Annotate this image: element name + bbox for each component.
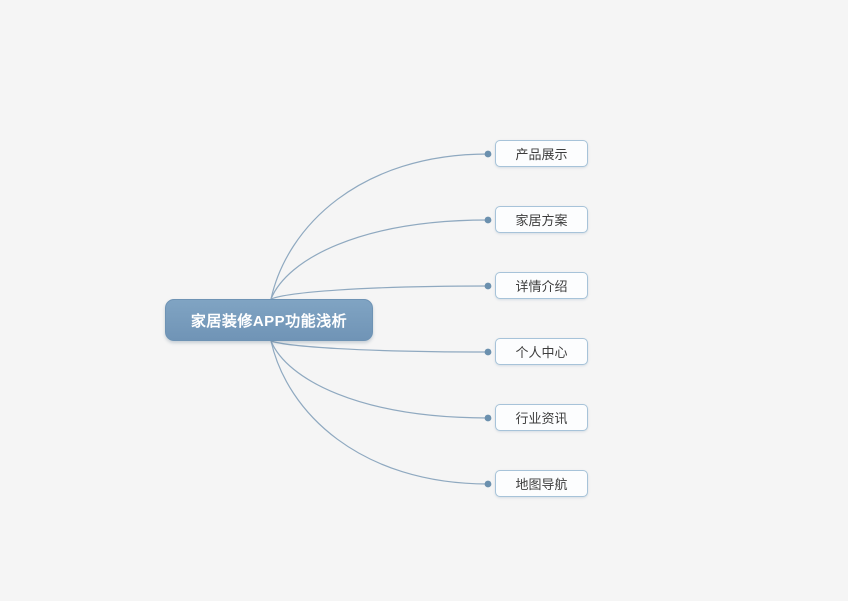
- topic-detail-intro[interactable]: 详情介绍: [495, 272, 588, 299]
- root-topic-label: 家居装修APP功能浅析: [190, 312, 348, 330]
- topic-industry-news[interactable]: 行业资讯: [495, 404, 588, 431]
- topic-home-plan[interactable]: 家居方案: [495, 206, 588, 233]
- topic-label: 产品展示: [515, 147, 568, 162]
- root-topic[interactable]: 家居装修APP功能浅析: [165, 299, 373, 341]
- topic-personal-center[interactable]: 个人中心: [495, 338, 588, 365]
- topic-label: 行业资讯: [515, 411, 568, 426]
- topic-label: 家居方案: [515, 213, 568, 228]
- topic-product-display[interactable]: 产品展示: [495, 140, 588, 167]
- topic-label: 地图导航: [515, 477, 568, 492]
- topic-map-navigation[interactable]: 地图导航: [495, 470, 588, 497]
- topic-label: 详情介绍: [515, 279, 568, 294]
- topic-label: 个人中心: [515, 345, 568, 360]
